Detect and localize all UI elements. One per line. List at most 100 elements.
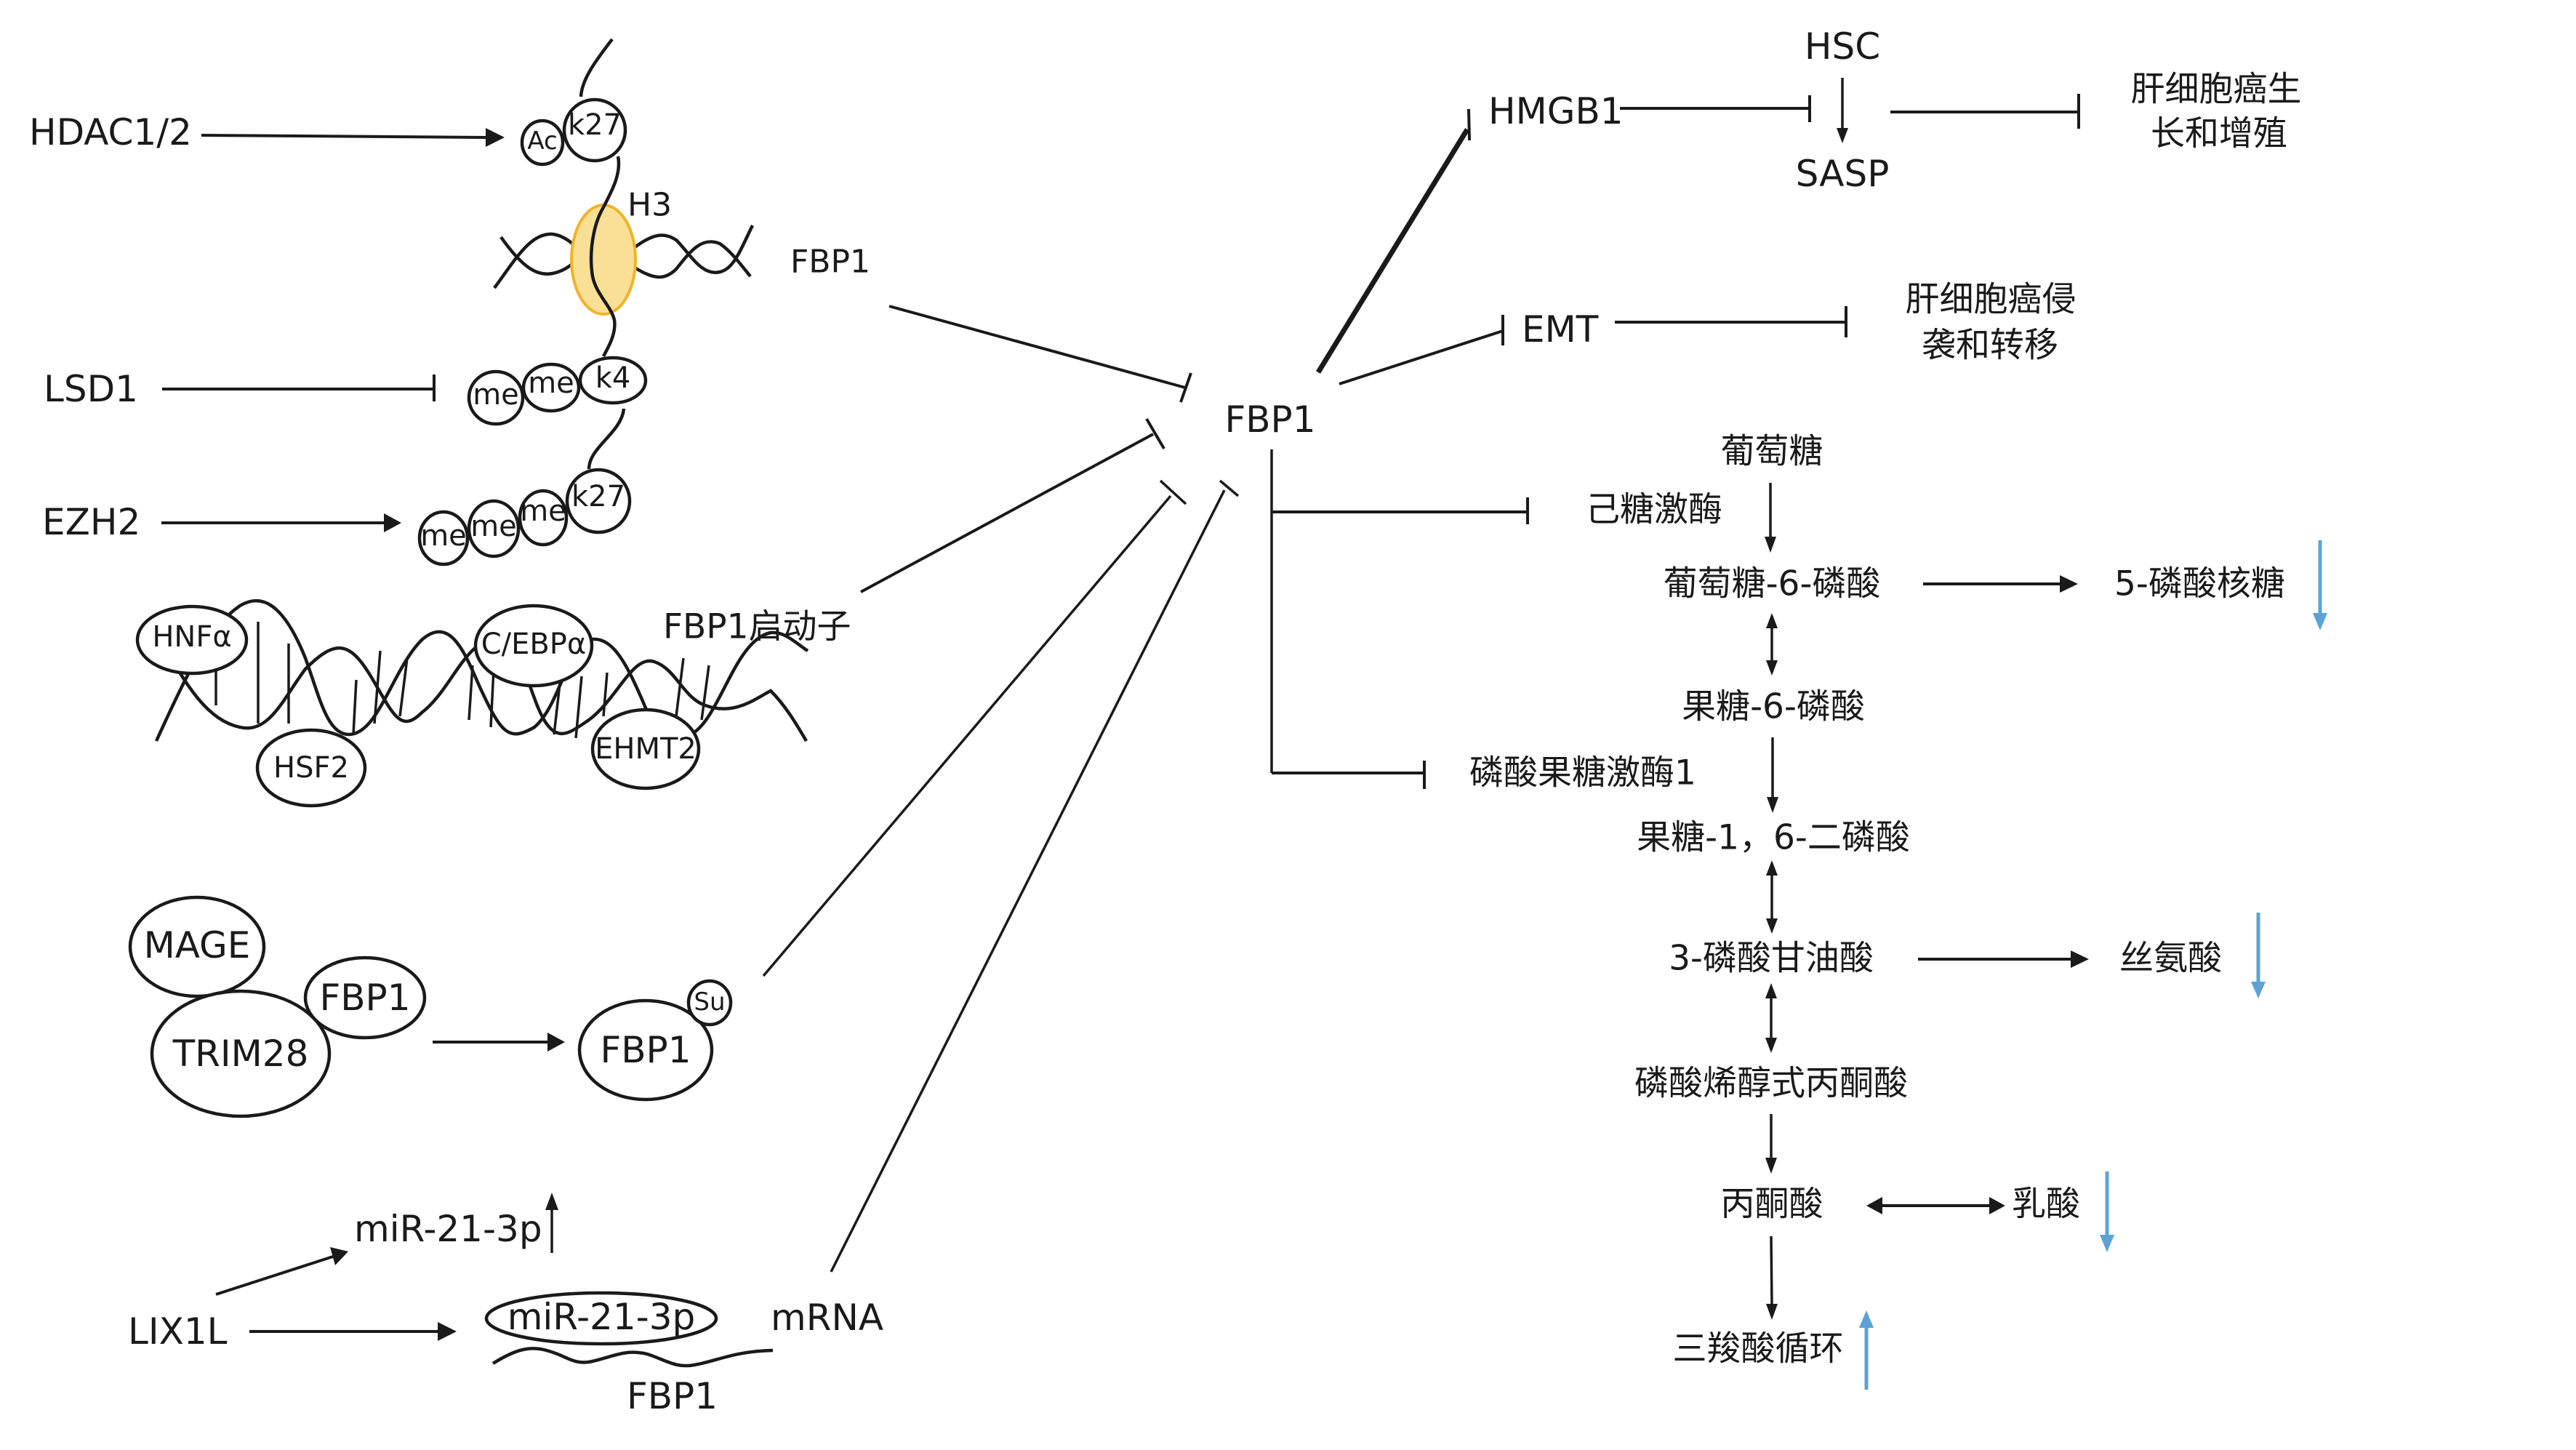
k27-me3-circle: [518, 489, 569, 547]
fbp1-mrna-wave: [491, 1347, 774, 1368]
fbp1-sumo-circle: [577, 998, 714, 1102]
k4-me2-circle: [521, 362, 581, 413]
g6p-to-r5p-arrow: [1923, 575, 2078, 593]
ezh2-label: EZH2: [42, 501, 140, 543]
hcc-growth-line1: 肝细胞癌生: [2131, 70, 2302, 110]
glycolysis-module: 己糖激酶 磷酸果糖激酶1 葡萄糖 葡萄糖-6-磷酸 5-磷酸核糖 果糖-6-磷酸…: [1270, 432, 2327, 1390]
r5p-decrease-arrow: [2313, 540, 2327, 630]
pep-to-pyruvate-arrow: [1765, 1114, 1777, 1174]
hub-fbp1-label: FBP1: [1224, 398, 1315, 441]
fbp1-transcript-label: FBP1: [627, 1375, 718, 1417]
k27-me1-circle: [417, 510, 470, 566]
hcc-invasion-line2: 袭和转移: [1922, 326, 2058, 366]
histone-module: HDAC1/2 Ac k27 H3 FBP1 LSD1 me m: [29, 38, 870, 566]
pyruvate-lactate-reversible-arrow: [1866, 1197, 2005, 1214]
sasp-to-growth-inhibit: [1890, 94, 2080, 129]
cebpa-label: C/EBPα: [481, 628, 587, 661]
sumoylation-module: MAGE TRIM28 FBP1 FBP1 Su: [128, 895, 733, 1118]
hsf2-label: HSF2: [273, 751, 349, 785]
lix1l-to-mir-arrow: [215, 1247, 348, 1296]
mrna-label: mRNA: [771, 1297, 883, 1339]
k4-me2-label: me: [528, 366, 574, 400]
mir-bound-ellipse: [484, 1291, 718, 1346]
ehmt2-circle: [590, 708, 701, 790]
k27-me3-label: me: [520, 494, 566, 528]
histone-to-hub-inhibit: [888, 305, 1192, 403]
k4-me1-label: me: [473, 378, 519, 412]
k27-lower-circle: [565, 468, 632, 534]
inhibition-edges-to-hub: [762, 305, 1240, 1273]
hexokinase-label: 己糖激酶: [1586, 490, 1722, 530]
pyruvate-label: 丙酮酸: [1721, 1185, 1823, 1225]
trim28-circle: [150, 989, 332, 1118]
k4-label: k4: [595, 361, 631, 395]
f6p-label: 果糖-6-磷酸: [1682, 687, 1865, 727]
r5p-label: 5-磷酸核糖: [2114, 564, 2285, 604]
lsd1-inhibit: [162, 374, 436, 401]
serine-decrease-arrow: [2251, 913, 2266, 998]
hnfa-label: HNFα: [152, 620, 231, 654]
pfk1-label: 磷酸果糖激酶1: [1469, 753, 1696, 793]
glucose-to-g6p-arrow: [1765, 483, 1776, 553]
f16bp-label: 果糖-1，6-二磷酸: [1637, 818, 1910, 858]
k27-top-label: k27: [568, 108, 622, 142]
downstream-module: HMGB1 HSC SASP 肝细胞癌生 长和增殖 EMT 肝细胞癌侵 袭和转移: [1316, 25, 2302, 385]
hmgb1-label: HMGB1: [1488, 90, 1624, 132]
pyruvate-to-tca-arrow: [1766, 1235, 1778, 1320]
sumo-to-hub-inhibit: [762, 479, 1187, 977]
fbp1-gene-label: FBP1: [790, 244, 870, 281]
g6p-label: 葡萄糖-6-磷酸: [1664, 564, 1881, 604]
k4-me1-circle: [467, 369, 525, 426]
hub-branch-lines: [1270, 449, 1529, 789]
k27-me1-label: me: [420, 519, 467, 553]
h3-label: H3: [627, 187, 672, 224]
tca-label: 三羧酸循环: [1673, 1329, 1844, 1369]
lsd1-label: LSD1: [44, 368, 138, 410]
k4-circle: [578, 356, 648, 405]
promoter-to-hub-inhibit: [860, 417, 1165, 593]
emt-label: EMT: [1522, 308, 1599, 351]
serine-label: 丝氨酸: [2119, 939, 2222, 979]
hnfa-circle: [135, 604, 249, 676]
histone-tail: [589, 156, 621, 358]
mage-circle: [128, 895, 266, 998]
hub-to-emt-inhibit: [1339, 315, 1504, 385]
lix1l-to-complex-arrow: [249, 1322, 457, 1341]
ac-mark-label: Ac: [527, 127, 557, 156]
mage-label: MAGE: [144, 924, 251, 966]
k27-me2-label: me: [470, 510, 517, 543]
promoter-module: HNFα HSF2 C/EBPα EHMT2 FBP1启动子: [135, 598, 851, 808]
ac-mark-circle: [520, 119, 565, 167]
lactate-decrease-arrow: [2100, 1171, 2114, 1252]
su-label: Su: [694, 988, 725, 1017]
fbp1-bound-label: FBP1: [319, 977, 410, 1019]
lix1l-label: LIX1L: [128, 1310, 228, 1353]
emt-to-invasion-inhibit: [1615, 306, 1847, 337]
histone-tail-lower: [587, 408, 626, 470]
sasp-label: SASP: [1796, 153, 1890, 195]
pg3-label: 3-磷酸甘油酸: [1669, 939, 1874, 979]
mir-up-label: miR-21-3p: [354, 1208, 542, 1250]
sumoylation-arrow: [433, 1033, 565, 1052]
3pg-pep-reversible-arrow: [1765, 983, 1777, 1053]
ezh2-arrow: [161, 513, 401, 532]
glucose-label: 葡萄糖: [1721, 432, 1823, 472]
ehmt2-label: EHMT2: [595, 732, 697, 766]
hdac-label: HDAC1/2: [29, 111, 192, 153]
hdac-arrow: [201, 128, 505, 147]
histone-tail-top: [579, 38, 614, 97]
fbp1-promoter-label: FBP1启动子: [663, 607, 851, 647]
k27-top-circle: [562, 97, 627, 163]
hsc-to-sasp-arrow: [1837, 78, 1848, 143]
hub-to-hmgb1-inhibit: [1316, 108, 1471, 374]
k27-me2-circle: [467, 499, 521, 558]
mir-increase-arrow: [545, 1193, 558, 1253]
f16bp-3pg-reversible-arrow: [1766, 860, 1778, 934]
fbp1-sumo-label: FBP1: [600, 1029, 691, 1071]
hsf2-circle: [255, 728, 367, 808]
f6p-to-f16bp-arrow: [1767, 737, 1778, 813]
pg3-to-serine-arrow: [1918, 950, 2089, 968]
mir-bound-label: miR-21-3p: [507, 1296, 696, 1338]
cebpa-circle: [473, 604, 594, 688]
trim28-label: TRIM28: [172, 1033, 309, 1075]
